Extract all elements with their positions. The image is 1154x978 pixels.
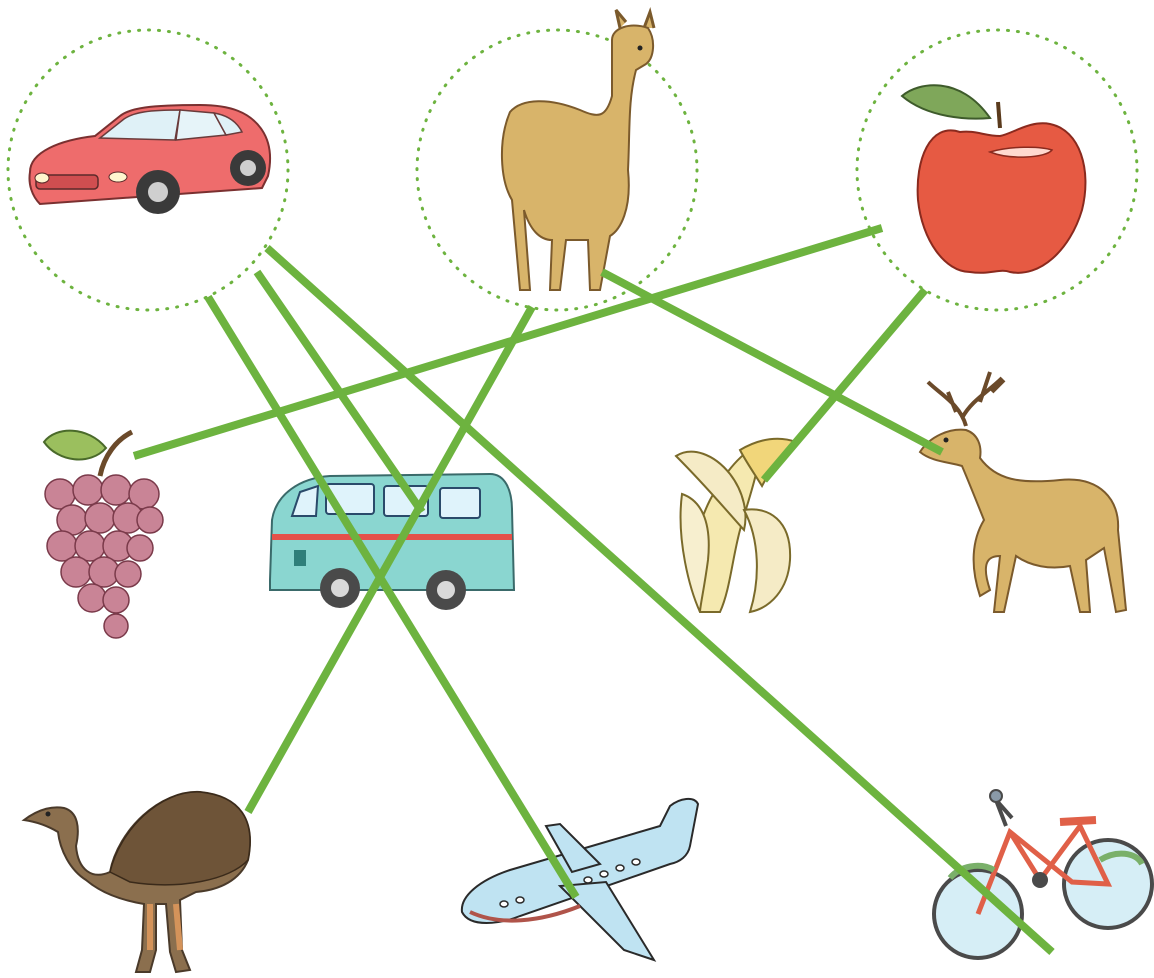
connection-vicuna-deer	[600, 268, 944, 456]
bicycle-icon[interactable]	[932, 789, 1154, 960]
connection-apple-banana	[760, 287, 929, 483]
car-icon[interactable]	[28, 103, 271, 214]
connection-lines	[132, 224, 1055, 955]
connection-car-bicycle	[264, 245, 1055, 955]
apple-target-circle[interactable]	[855, 28, 1139, 312]
apple-icon[interactable]	[900, 84, 1087, 274]
vicuna-target-circle[interactable]	[415, 28, 699, 312]
car-target-circle[interactable]	[6, 28, 290, 312]
grapes-icon[interactable]	[42, 429, 164, 639]
emu-icon[interactable]	[21, 790, 251, 974]
connection-apple-grapes	[132, 224, 884, 460]
banana-icon[interactable]	[674, 437, 798, 614]
deer-icon[interactable]	[918, 371, 1128, 614]
connection-vicuna-emu	[244, 305, 536, 814]
connection-car-airplane	[204, 294, 580, 900]
airplane-icon[interactable]	[460, 798, 700, 962]
vicuna-icon[interactable]	[501, 6, 656, 291]
